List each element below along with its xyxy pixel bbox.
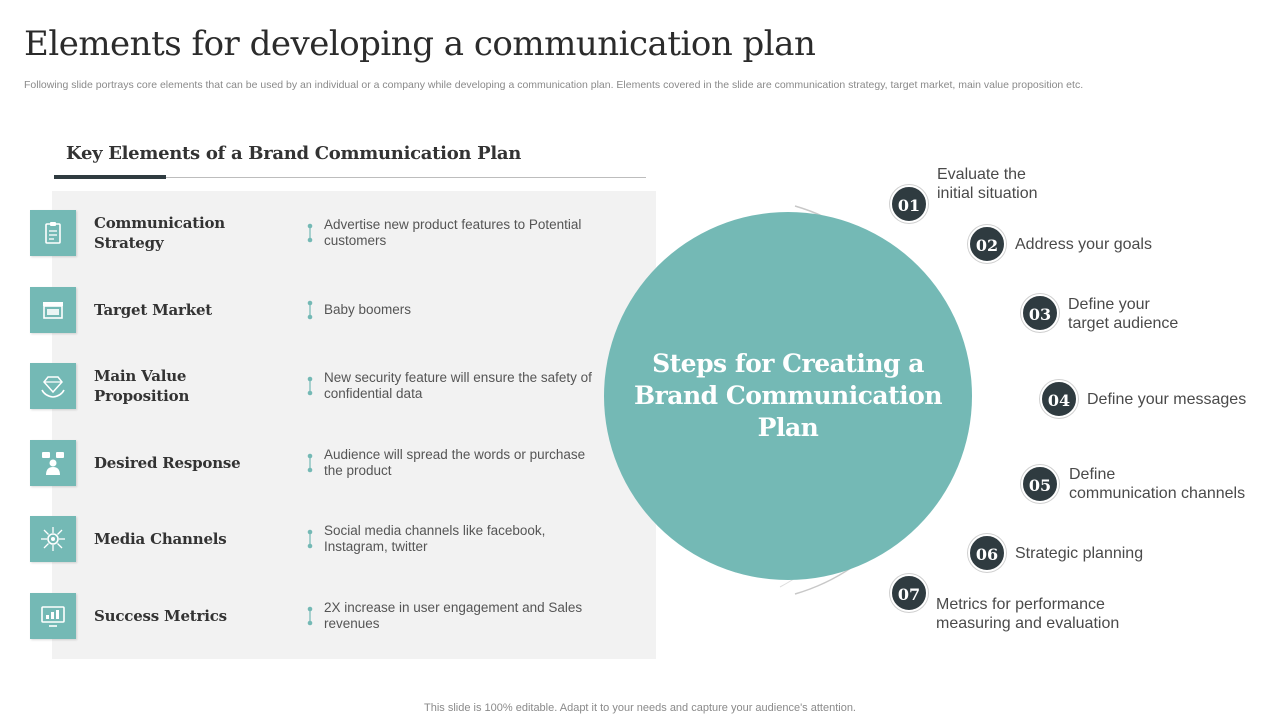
element-row-desired-response: Desired Response Audience will spread th… bbox=[30, 440, 630, 486]
step-label-06: Strategic planning bbox=[1015, 545, 1144, 562]
person-speech-icon bbox=[30, 440, 76, 486]
steps-center-circle: Steps for Creating a Brand Communication… bbox=[604, 212, 972, 580]
bullet-dots-icon bbox=[307, 529, 313, 549]
step-label-04: Define your messages bbox=[1087, 391, 1247, 408]
element-name: Communication Strategy bbox=[94, 214, 225, 252]
element-description: Audience will spread the words or purcha… bbox=[324, 447, 586, 478]
element-name: Main Value Proposition bbox=[94, 367, 190, 405]
footer-note: This slide is 100% editable. Adapt it to… bbox=[424, 702, 856, 714]
element-name: Desired Response bbox=[94, 454, 241, 472]
step-label-07: Metrics for performance measuring and ev… bbox=[936, 596, 1120, 632]
storefront-icon bbox=[30, 287, 76, 333]
step-label-05: Define communication channels bbox=[1069, 466, 1246, 502]
steps-center-title: Steps for Creating a Brand Communication… bbox=[634, 349, 943, 442]
step-number-03: 03 bbox=[1021, 294, 1059, 332]
bullet-dots-icon bbox=[307, 300, 313, 320]
element-name: Media Channels bbox=[94, 530, 227, 548]
monitor-chart-icon bbox=[30, 593, 76, 639]
element-description: 2X increase in user engagement and Sales… bbox=[324, 600, 583, 631]
diamond-hands-icon bbox=[30, 363, 76, 409]
heading-accent-bar bbox=[54, 175, 166, 179]
step-number-06: 06 bbox=[968, 534, 1006, 572]
page-title: Elements for developing a communication … bbox=[24, 24, 816, 64]
element-row-communication-strategy: Communication Strategy Advertise new pro… bbox=[30, 210, 630, 256]
step-number-01: 01 bbox=[890, 185, 928, 223]
bullet-dots-icon bbox=[307, 376, 313, 396]
step-label-01: Evaluate the initial situation bbox=[937, 166, 1038, 202]
bullet-dots-icon bbox=[307, 223, 313, 243]
step-number-07: 07 bbox=[890, 574, 928, 612]
element-description: New security feature will ensure the saf… bbox=[324, 370, 592, 401]
key-elements-panel bbox=[52, 191, 656, 659]
element-row-target-market: Target Market Baby boomers bbox=[30, 287, 630, 333]
key-elements-heading: Key Elements of a Brand Communication Pl… bbox=[66, 143, 522, 164]
element-name: Target Market bbox=[94, 301, 213, 319]
step-label-03: Define your target audience bbox=[1068, 296, 1179, 332]
step-label-02: Address your goals bbox=[1015, 236, 1152, 253]
page-subtitle: Following slide portrays core elements t… bbox=[24, 79, 1084, 91]
element-description: Baby boomers bbox=[324, 302, 412, 317]
bullet-dots-icon bbox=[307, 453, 313, 473]
element-row-main-value-proposition: Main Value Proposition New security feat… bbox=[30, 363, 630, 409]
network-hub-icon bbox=[30, 516, 76, 562]
element-description: Advertise new product features to Potent… bbox=[324, 217, 582, 248]
clipboard-icon bbox=[30, 210, 76, 256]
element-description: Social media channels like facebook, Ins… bbox=[324, 523, 546, 554]
step-number-02: 02 bbox=[968, 225, 1006, 263]
bullet-dots-icon bbox=[307, 606, 313, 626]
step-number-04: 04 bbox=[1040, 380, 1078, 418]
element-name: Success Metrics bbox=[94, 607, 227, 625]
element-row-media-channels: Media Channels Social media channels lik… bbox=[30, 516, 630, 562]
heading-rule bbox=[54, 177, 646, 178]
step-number-05: 05 bbox=[1021, 465, 1059, 503]
element-row-success-metrics: Success Metrics 2X increase in user enga… bbox=[30, 593, 630, 639]
